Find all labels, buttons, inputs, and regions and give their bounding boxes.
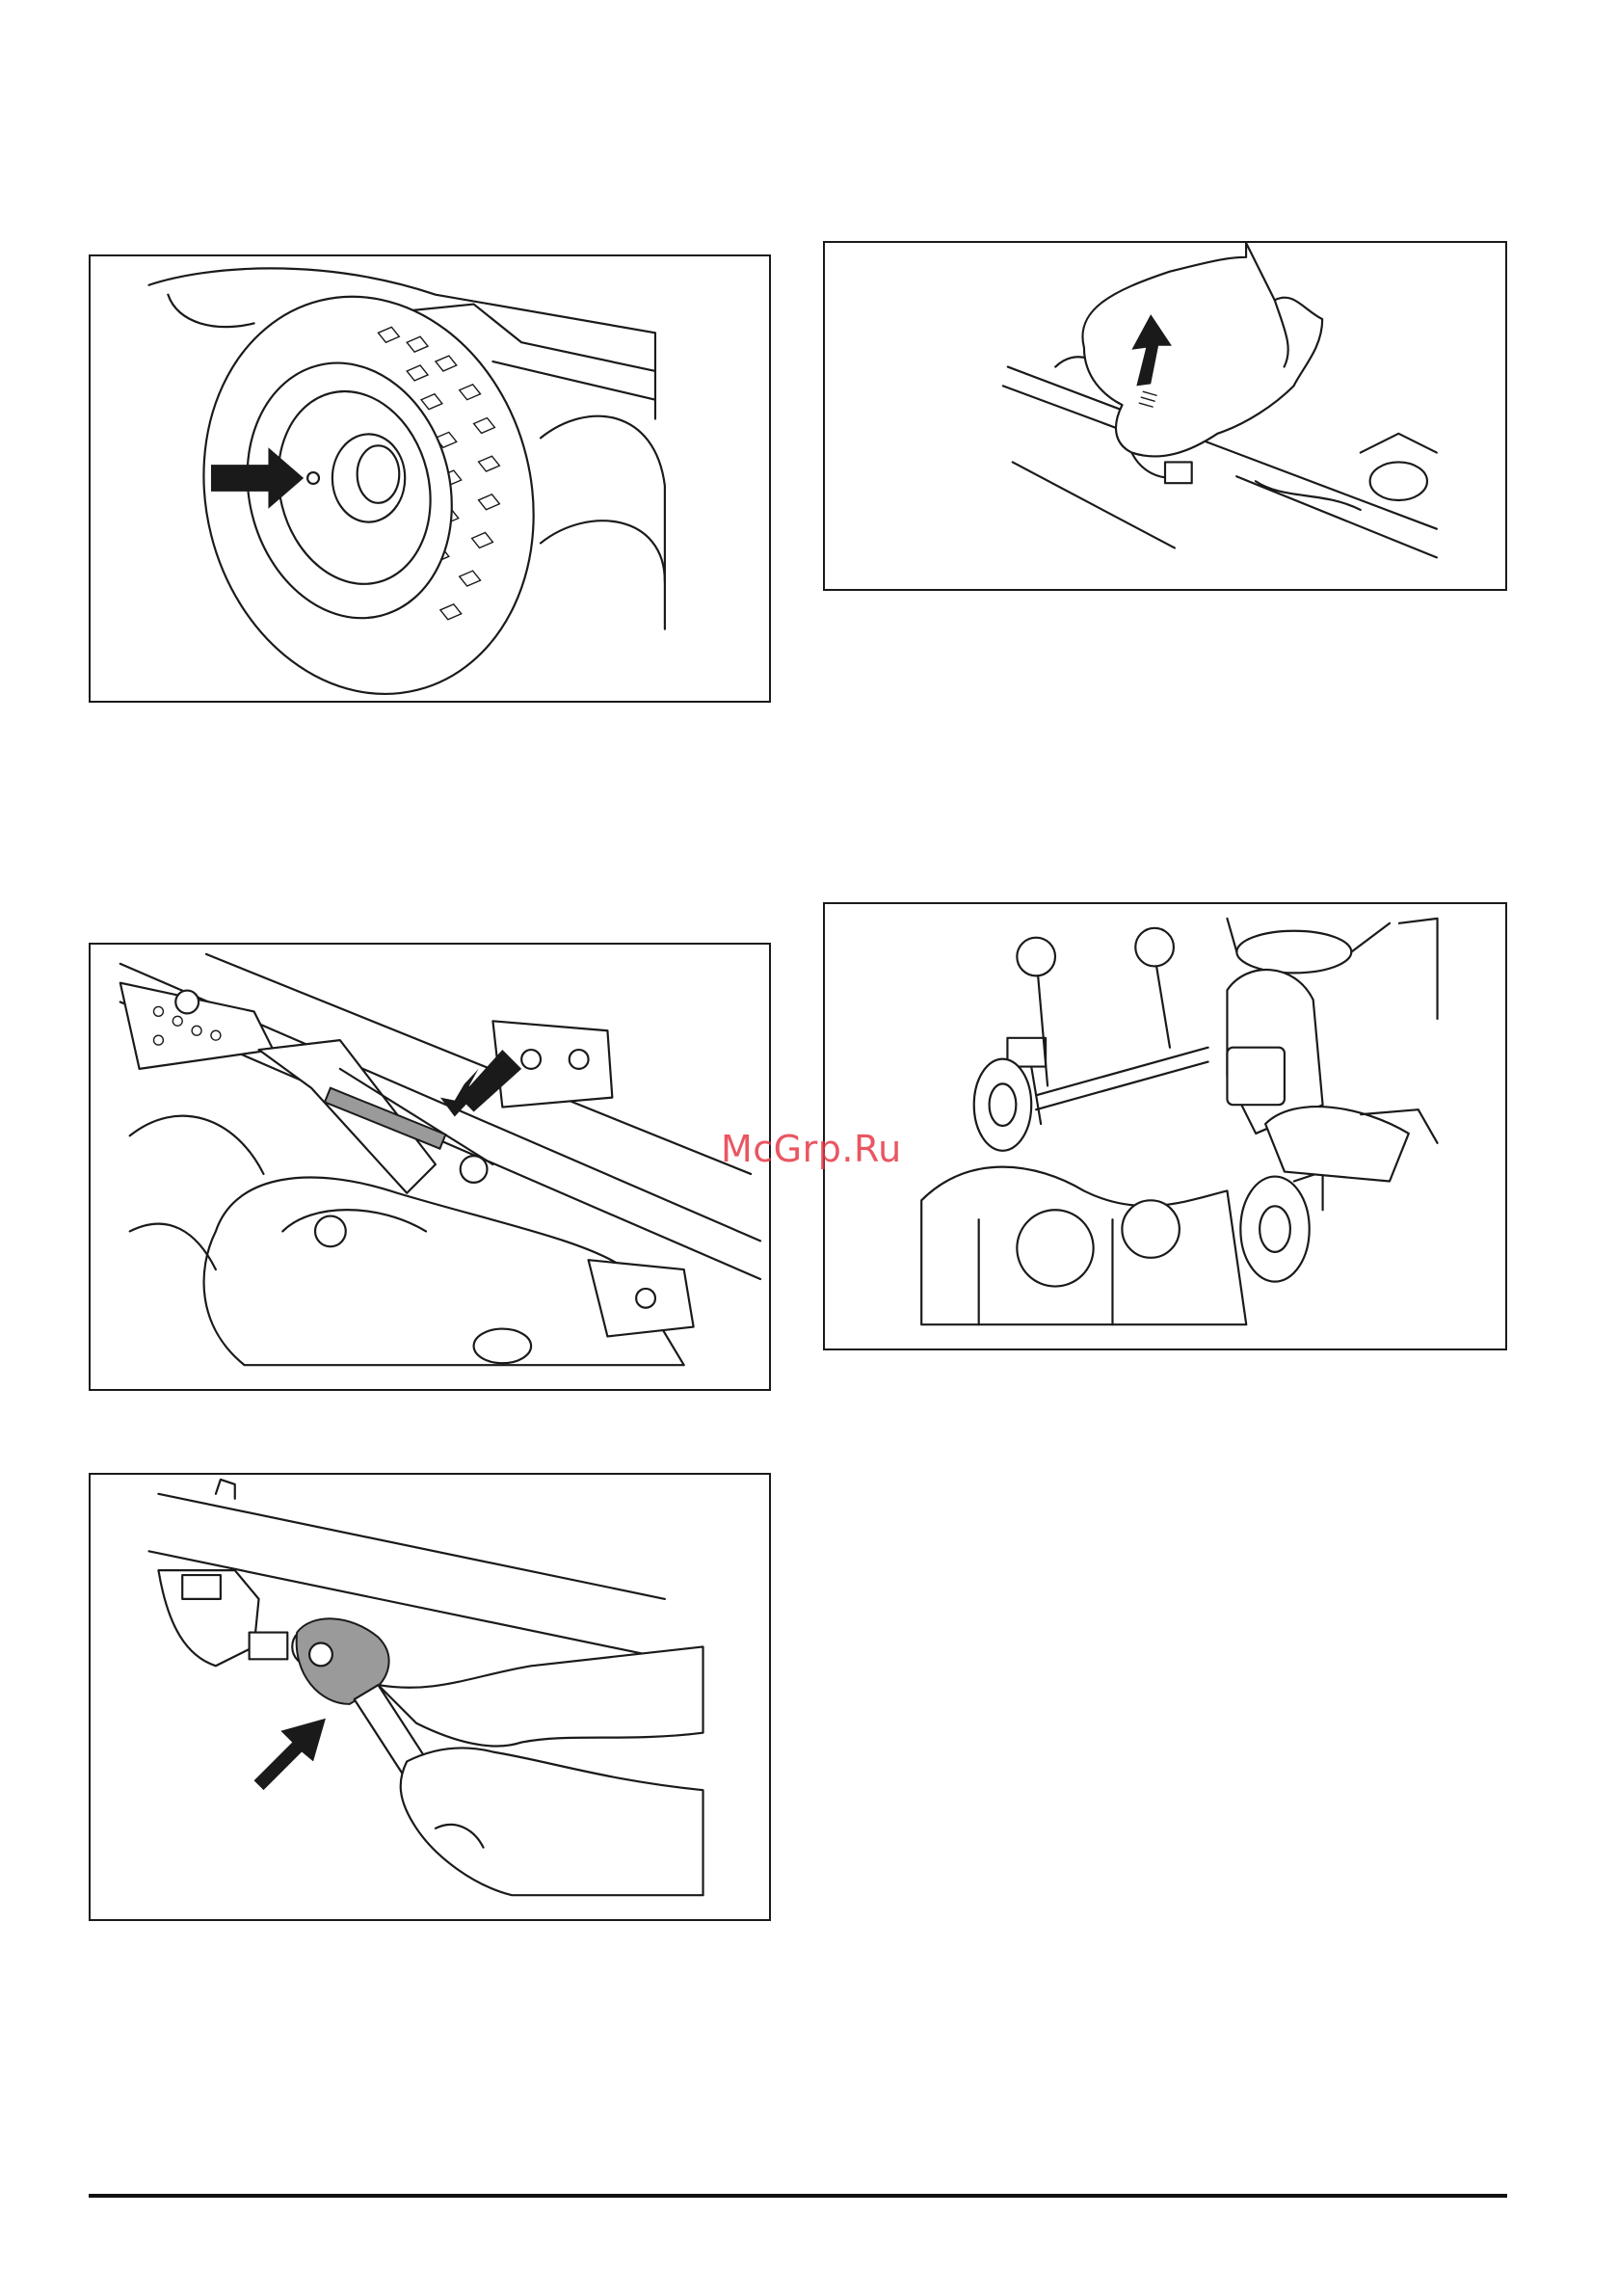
mower-deck-linkage-illustration xyxy=(91,945,769,1389)
callout-1 xyxy=(1017,938,1055,976)
figure-deck-linkage xyxy=(89,943,771,1391)
callout-2 xyxy=(1135,928,1174,967)
figure-wrench-nut xyxy=(89,1473,771,1921)
mower-deck-callout-illustration xyxy=(825,904,1505,1348)
figure-hand-axle xyxy=(823,241,1507,591)
hand-pushing-axle-illustration xyxy=(825,243,1505,589)
footer-rule xyxy=(89,2194,1507,2198)
wheel-hub-pin-illustration xyxy=(91,256,769,701)
wrench-on-nut-illustration xyxy=(91,1475,769,1919)
watermark: McGrp.Ru xyxy=(721,1128,902,1170)
pointer-arrow-icon xyxy=(254,1719,326,1790)
figure-wheel-hub-pin xyxy=(89,254,771,703)
figure-deck-callouts xyxy=(823,902,1507,1350)
